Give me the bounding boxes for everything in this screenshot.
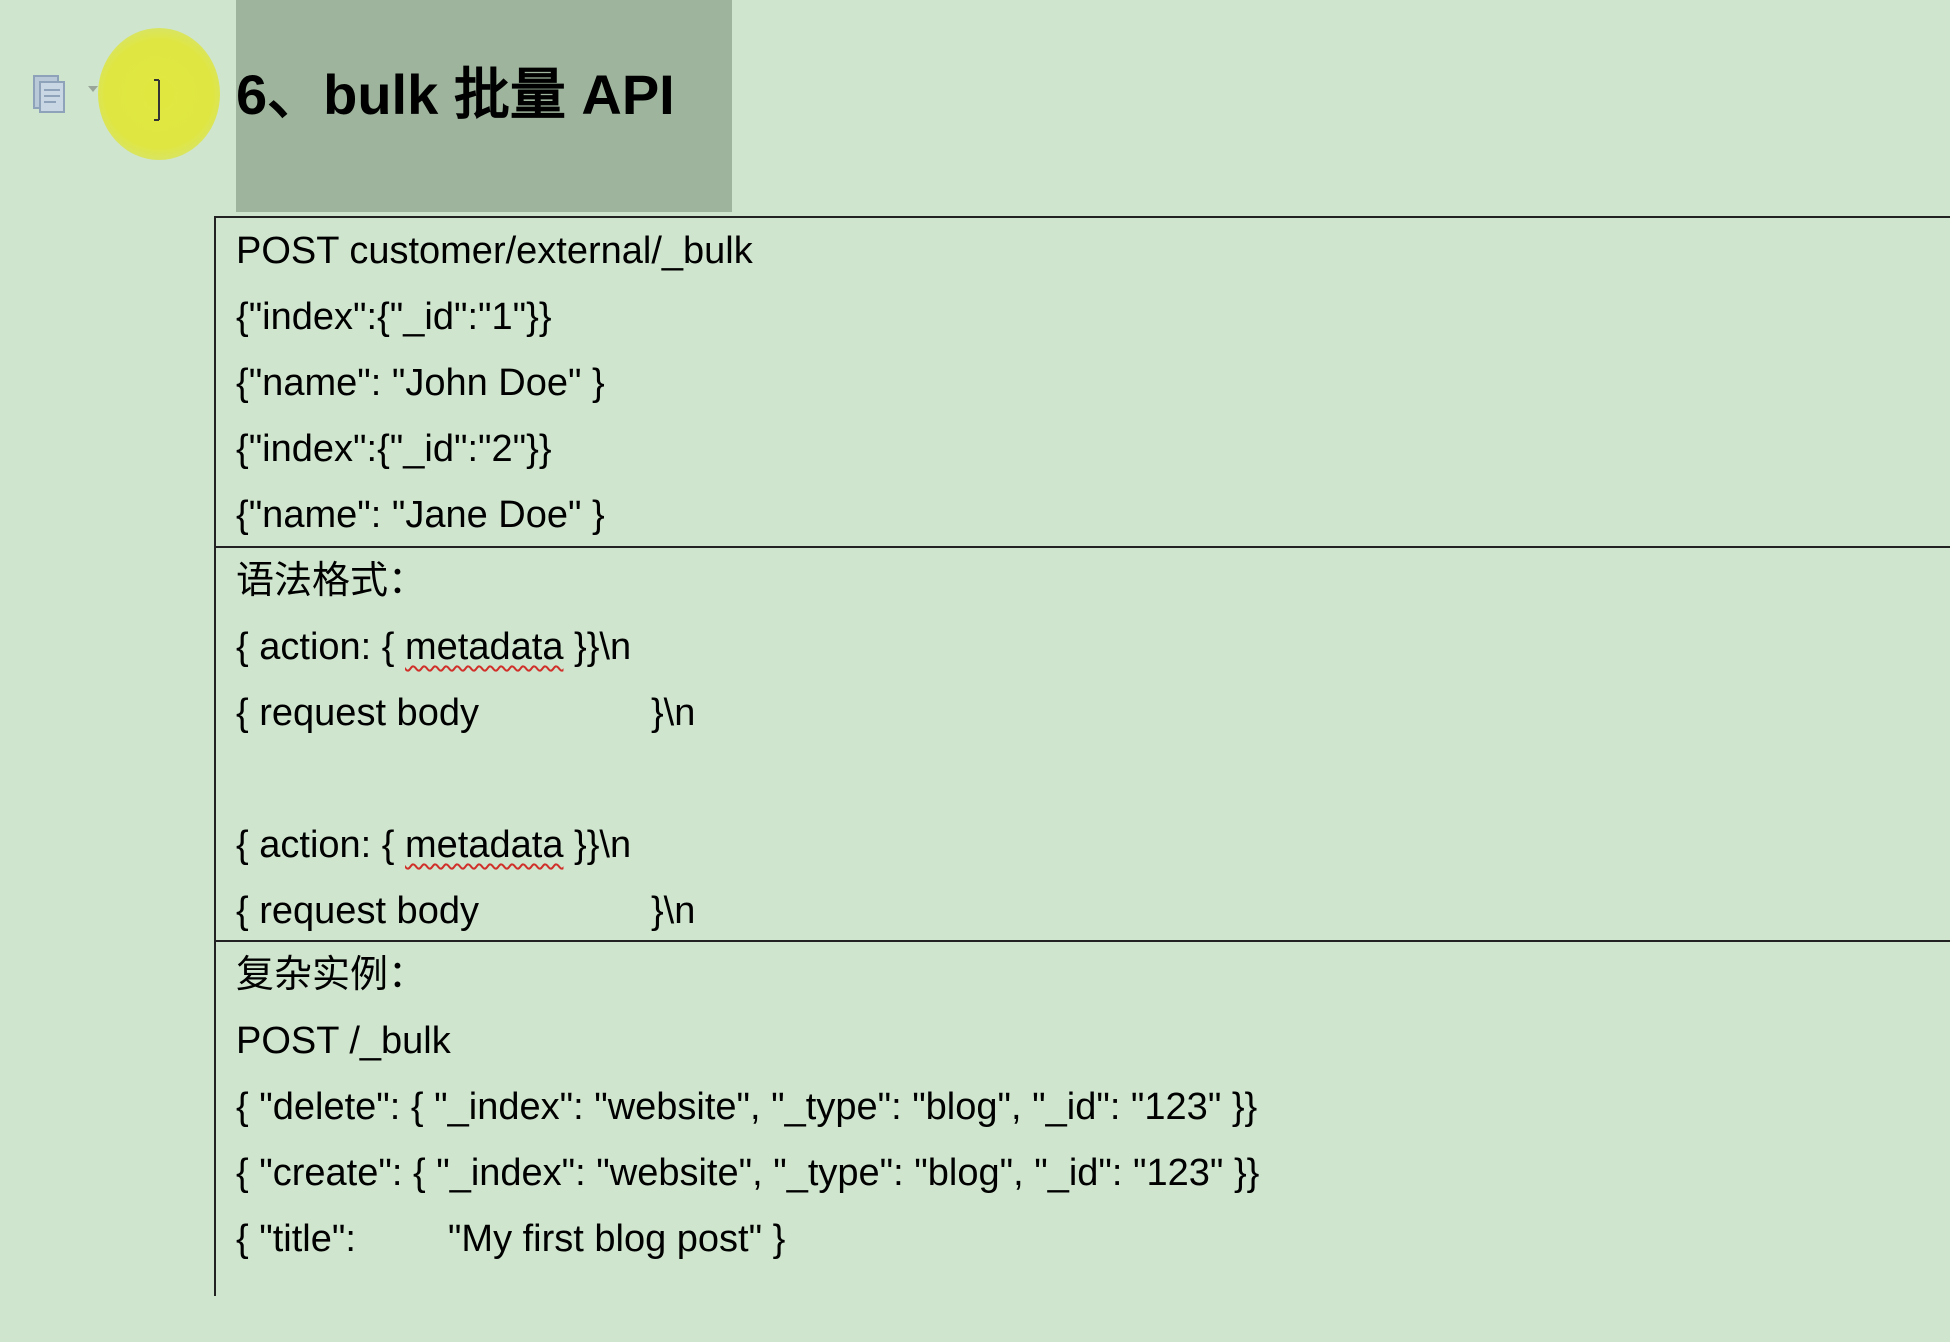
text-cursor-icon [152, 78, 166, 122]
table-cell-request[interactable]: POST customer/external/_bulk {"index":{"… [216, 218, 1950, 548]
action-suffix: }}\n [563, 824, 632, 866]
content-table: POST customer/external/_bulk {"index":{"… [214, 216, 1950, 1296]
metadata-word: metadata [405, 626, 564, 668]
table-cell-syntax[interactable]: 语法格式： { action: { metadata }}\n { reques… [216, 548, 1950, 942]
example-label: 复杂实例： [236, 954, 427, 996]
example-create-line: { "create": { "_index": "website", "_typ… [236, 1152, 1260, 1194]
request-body-text: { request body [236, 692, 479, 734]
request-body-line: {"index":{"_id":"1"}} [236, 296, 552, 338]
heading-selection-highlight [236, 0, 732, 212]
chevron-down-icon[interactable] [86, 82, 104, 96]
request-body-end: }\n [650, 890, 696, 932]
request-body-line: {"index":{"_id":"2"}} [236, 428, 552, 470]
syntax-action-line: { action: { metadata }}\n [236, 614, 631, 680]
document-icon[interactable] [32, 74, 66, 114]
request-body-end: }\n [650, 692, 696, 734]
page-title[interactable]: 6、bulk 批量 API [236, 63, 675, 126]
title-value: "My first blog post" } [447, 1218, 786, 1260]
example-post-line: POST /_bulk [236, 1020, 451, 1062]
title-key: { "title": [236, 1218, 356, 1260]
action-prefix: { action: { [236, 626, 406, 668]
syntax-body-line: { request body }\n [236, 680, 695, 746]
syntax-body-line: { request body }\n [236, 878, 695, 944]
action-suffix: }}\n [563, 626, 632, 668]
table-cell-example[interactable]: 复杂实例： POST /_bulk { "delete": { "_index"… [216, 942, 1950, 1342]
request-line: POST customer/external/_bulk [236, 230, 753, 272]
request-body-line: {"name": "John Doe" } [236, 362, 605, 404]
action-prefix: { action: { [236, 824, 406, 866]
syntax-label: 语法格式： [236, 560, 427, 602]
syntax-action-line: { action: { metadata }}\n [236, 812, 631, 878]
example-delete-line: { "delete": { "_index": "website", "_typ… [236, 1086, 1258, 1128]
request-body-text: { request body [236, 890, 479, 932]
request-body-line: {"name": "Jane Doe" } [236, 494, 605, 536]
metadata-word: metadata [405, 824, 564, 866]
example-title-line: { "title": "My first blog post" } [236, 1206, 785, 1272]
